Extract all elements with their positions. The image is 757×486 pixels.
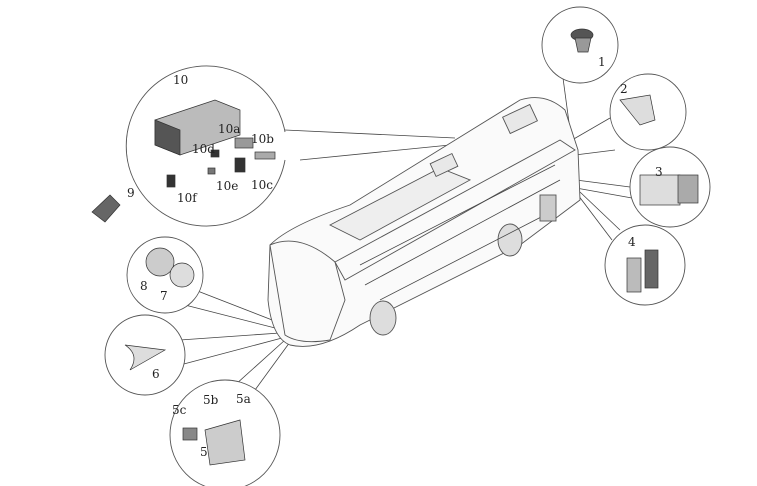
label-10: 10: [173, 73, 188, 87]
label-10e: 10e: [216, 179, 238, 193]
callout-labels: 1 2 3 4 5 5a 5b 5c 6 7 8 9 10 10a 10b 10…: [127, 55, 663, 459]
label-10b: 10b: [251, 132, 274, 146]
label-10d: 10d: [192, 142, 215, 156]
label-5c: 5c: [172, 403, 187, 417]
bus-illustration: [267, 97, 581, 347]
label-5a: 5a: [236, 392, 251, 406]
label-7: 7: [160, 289, 168, 303]
part-drawings: [91, 28, 699, 466]
label-10f: 10f: [177, 191, 198, 205]
label-6: 6: [152, 367, 160, 381]
label-4: 4: [628, 235, 636, 249]
label-2: 2: [620, 82, 628, 96]
label-5b: 5b: [203, 393, 219, 407]
label-10a: 10a: [218, 122, 240, 136]
label-5: 5: [200, 445, 208, 459]
label-9: 9: [127, 186, 135, 200]
label-8: 8: [140, 279, 148, 293]
label-10c: 10c: [251, 178, 273, 192]
label-3: 3: [655, 165, 663, 179]
leader-lines: [179, 77, 633, 391]
label-1: 1: [598, 55, 606, 69]
